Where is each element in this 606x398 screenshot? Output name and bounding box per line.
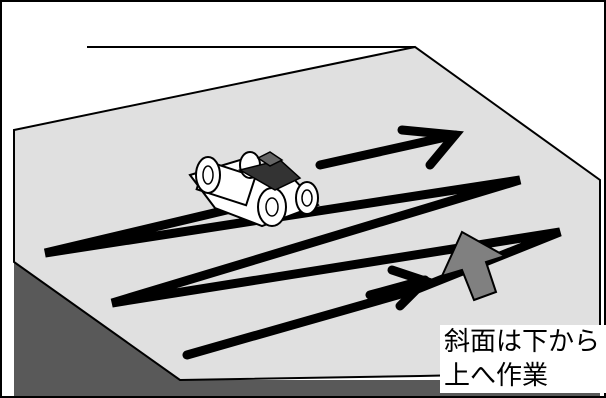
mower-robot-icon: [188, 151, 320, 228]
path-arrowhead-lower: [387, 265, 434, 311]
path-arrowhead-upper: [397, 125, 464, 170]
uphill-arrow-icon: [440, 230, 508, 302]
slope-caption: 斜面は下から 上へ作業: [440, 325, 606, 393]
caption-line-1: 斜面は下から: [444, 327, 601, 357]
caption-line-2: 上へ作業: [444, 361, 549, 391]
path-arrow-upper: [315, 130, 460, 170]
